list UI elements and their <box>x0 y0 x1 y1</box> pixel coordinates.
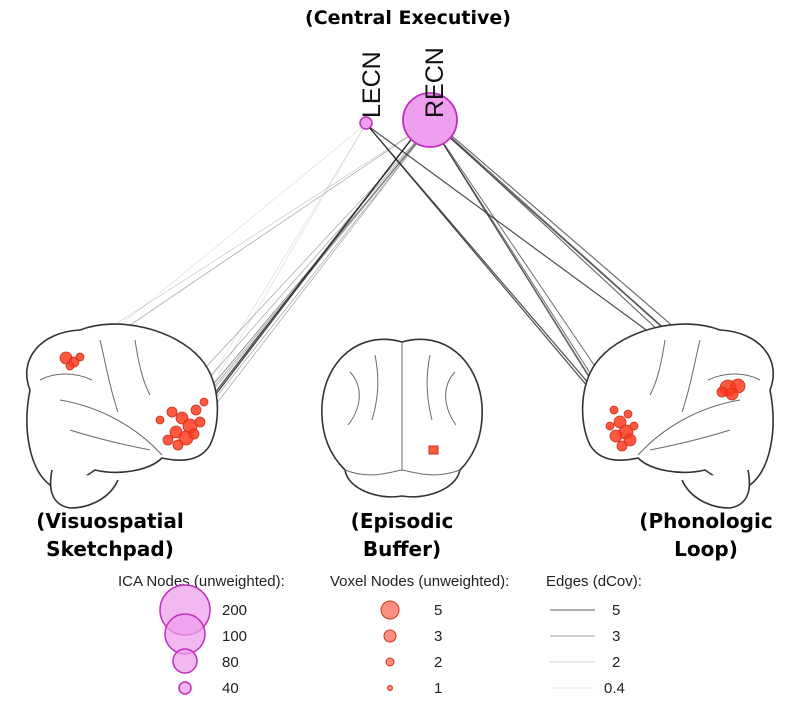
legend-ica-value: 40 <box>222 680 239 697</box>
legend-voxel-swatch-3 <box>383 629 397 643</box>
legend-ica-value: 200 <box>222 602 247 619</box>
right-brain-lateral <box>581 323 775 509</box>
episodic-label-line2: Buffer) <box>363 537 441 561</box>
legend-voxel-value: 2 <box>434 654 442 671</box>
left-brain-lateral <box>25 323 219 509</box>
legend-voxel-title: Voxel Nodes (unweighted): <box>330 573 509 590</box>
left-brain-voxels <box>59 351 209 451</box>
legend-edges: Edges (dCov): 5 3 2 0.4 <box>546 573 642 697</box>
legend-ica-value: 100 <box>222 628 247 645</box>
legend-ica-value: 80 <box>222 654 239 671</box>
episodic-voxel <box>428 445 439 455</box>
legend-edge-value: 3 <box>612 628 620 645</box>
legend-voxel-swatch-2 <box>385 657 395 667</box>
legend-voxel-swatch-1 <box>387 685 393 691</box>
legend-voxel-value: 1 <box>434 680 442 697</box>
lecn-node <box>359 116 373 130</box>
legend-edges-title: Edges (dCov): <box>546 573 642 590</box>
legend-ica-swatch-100 <box>164 613 206 655</box>
legend-voxel-nodes: Voxel Nodes (unweighted): 5 3 2 1 <box>330 573 509 697</box>
legend-edge-value: 2 <box>612 654 620 671</box>
right-brain-voxels <box>605 378 746 452</box>
legend-edge-value: 5 <box>612 602 620 619</box>
legend-ica-swatch-80 <box>172 648 198 674</box>
recn-label: RECN <box>421 47 449 118</box>
visuospatial-label-line2: Sketchpad) <box>46 537 174 561</box>
edges-recn-dark-cross <box>189 127 421 426</box>
legend-ica-title: ICA Nodes (unweighted): <box>118 573 285 590</box>
lecn-label: LECN <box>358 51 386 118</box>
recn-node <box>402 92 458 148</box>
legend-ica-nodes: ICA Nodes (unweighted): 200 100 80 40 <box>118 573 285 697</box>
legend-voxel-swatch-5 <box>380 600 400 620</box>
legend-voxel-value: 3 <box>434 628 442 645</box>
visuospatial-label-line1: (Visuospatial <box>36 509 184 533</box>
diagram-title: (Central Executive) <box>305 7 511 29</box>
edges-lecn-to-left-brain <box>77 123 367 421</box>
center-brain-frontal <box>321 338 483 498</box>
phonologic-label-line2: Loop) <box>674 537 738 561</box>
phonologic-label-line1: (Phonologic <box>639 509 772 533</box>
legend-voxel-value: 5 <box>434 602 442 619</box>
episodic-label-line1: (Episodic <box>351 509 454 533</box>
legend-edge-value: 0.4 <box>604 680 625 697</box>
legend-ica-swatch-40 <box>178 681 192 695</box>
